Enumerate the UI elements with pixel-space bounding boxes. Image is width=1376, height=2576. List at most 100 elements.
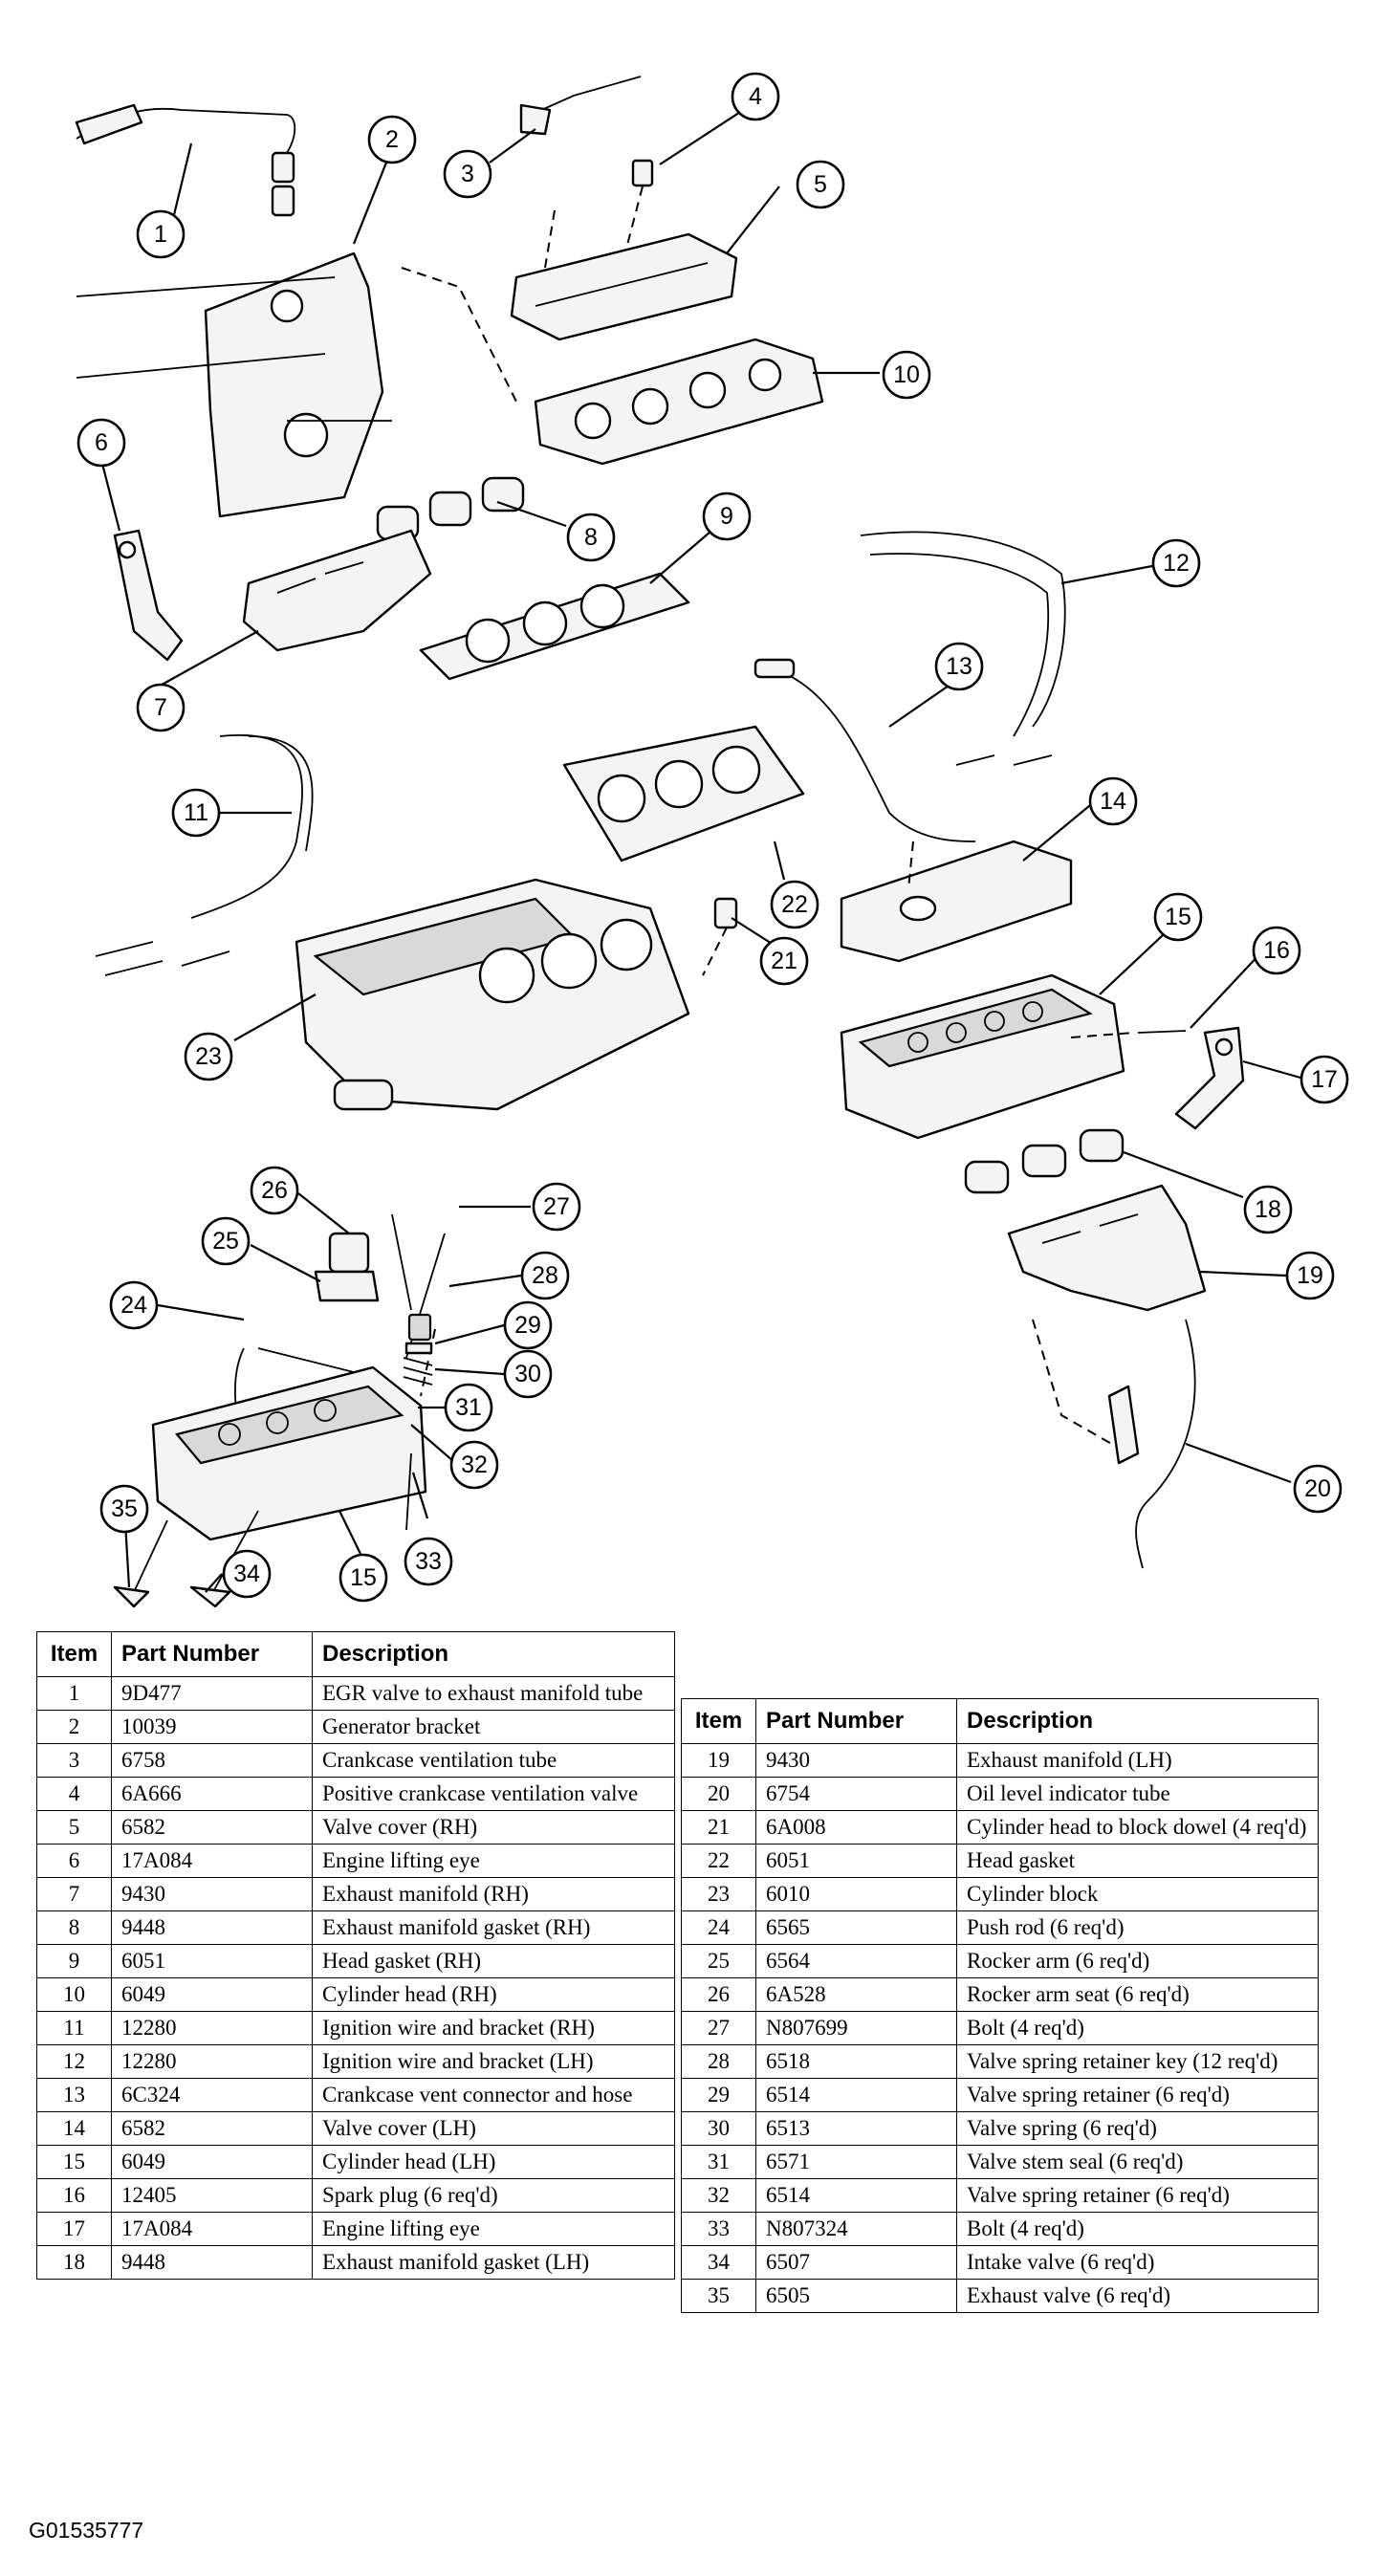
svg-text:9: 9 <box>720 503 733 530</box>
description-cell: Exhaust manifold gasket (LH) <box>312 2245 675 2280</box>
description-cell: Crankcase ventilation tube <box>312 1743 675 1778</box>
table-header-row: Item Part Number Description <box>681 1698 1319 1744</box>
callout-31: 31 <box>444 1383 493 1432</box>
callout-33: 33 <box>404 1537 453 1586</box>
svg-text:32: 32 <box>461 1452 488 1478</box>
callout-29: 29 <box>503 1300 553 1350</box>
part-number-cell: 6514 <box>755 2178 957 2213</box>
description-cell: Head gasket <box>956 1844 1319 1878</box>
item-cell: 31 <box>681 2145 756 2179</box>
description-cell: Valve spring retainer (6 req'd) <box>956 2178 1319 2213</box>
svg-text:33: 33 <box>415 1548 442 1575</box>
item-cell: 22 <box>681 1844 756 1878</box>
crankcase-ventilation-tube-drawing <box>519 76 642 136</box>
item-cell: 18 <box>36 2245 112 2280</box>
callout-25: 25 <box>201 1216 251 1266</box>
item-cell: 25 <box>681 1944 756 1978</box>
description-cell: Cylinder head to block dowel (4 req'd) <box>956 1810 1319 1845</box>
svg-text:18: 18 <box>1255 1196 1281 1223</box>
part-number-cell: 6564 <box>755 1944 957 1978</box>
callout-5: 5 <box>796 160 845 209</box>
description-cell: Spark plug (6 req'd) <box>312 2178 675 2213</box>
svg-text:35: 35 <box>111 1495 138 1522</box>
item-cell: 10 <box>36 1977 112 2012</box>
callout-27: 27 <box>532 1182 581 1232</box>
description-cell: Cylinder block <box>956 1877 1319 1911</box>
description-cell: Crankcase vent connector and hose <box>312 2078 675 2112</box>
item-cell: 35 <box>681 2279 756 2313</box>
figure-code: G01535777 <box>29 2518 144 2543</box>
cylinder-head-lh-drawing <box>840 973 1125 1140</box>
head-gasket-drawing <box>562 725 805 862</box>
description-cell: Valve cover (RH) <box>312 1810 675 1845</box>
description-cell: Valve cover (LH) <box>312 2111 675 2146</box>
callout-16: 16 <box>1252 926 1301 975</box>
callout-11: 11 <box>171 788 221 838</box>
item-cell: 3 <box>36 1743 112 1778</box>
svg-text:31: 31 <box>455 1394 482 1421</box>
description-cell: Ignition wire and bracket (LH) <box>312 2044 675 2079</box>
callout-34: 34 <box>222 1549 272 1599</box>
callout-20: 20 <box>1293 1464 1343 1514</box>
callout-10: 10 <box>882 350 931 400</box>
svg-text:26: 26 <box>261 1177 288 1204</box>
svg-text:20: 20 <box>1304 1475 1331 1502</box>
egr-tube-drawing <box>75 103 296 217</box>
callout-15: 15 <box>1153 892 1203 942</box>
item-cell: 17 <box>36 2212 112 2246</box>
part-number-cell: 6513 <box>755 2111 957 2146</box>
description-cell: Push rod (6 req'd) <box>956 1910 1319 1945</box>
callout-28: 28 <box>520 1251 570 1300</box>
description-cell: Bolt (4 req'd) <box>956 2011 1319 2045</box>
part-number-cell: 6565 <box>755 1910 957 1945</box>
item-cell: 6 <box>36 1844 112 1878</box>
callout-1: 1 <box>136 209 186 259</box>
pcv-valve-drawing <box>625 159 654 250</box>
part-number-cell: 6A528 <box>755 1977 957 2012</box>
part-number-cell: 9430 <box>111 1877 313 1911</box>
svg-text:23: 23 <box>195 1043 222 1070</box>
item-cell: 8 <box>36 1910 112 1945</box>
item-cell: 1 <box>36 1676 112 1711</box>
valve-cover-lh-drawing <box>840 840 1073 963</box>
item-cell: 26 <box>681 1977 756 2012</box>
callout-4: 4 <box>731 72 780 121</box>
part-number-cell: 6514 <box>755 2078 957 2112</box>
exhaust-manifold-lh-drawing <box>1007 1184 1207 1454</box>
part-number-cell: 10039 <box>111 1710 313 1744</box>
callout-3: 3 <box>443 149 492 199</box>
cylinder-head-rh-drawing <box>534 338 824 466</box>
callout-18: 18 <box>1243 1185 1293 1234</box>
table-header-row: Item Part Number Description <box>36 1631 675 1677</box>
description-cell: Valve spring (6 req'd) <box>956 2111 1319 2146</box>
svg-text:16: 16 <box>1263 937 1290 964</box>
item-cell: 28 <box>681 2044 756 2079</box>
part-number-cell: 6518 <box>755 2044 957 2079</box>
header-description: Description <box>312 1631 675 1677</box>
exhaust-manifold-rh-drawing <box>242 529 432 652</box>
svg-text:25: 25 <box>212 1228 239 1255</box>
oil-indicator-tube-drawing <box>1107 1319 1196 1569</box>
exploded-engine-diagram: 1 2 3 4 5 6 7 8 9 10 11 12 13 14 15 16 1… <box>75 72 1349 1608</box>
svg-text:22: 22 <box>781 891 808 918</box>
callout-19: 19 <box>1285 1251 1335 1300</box>
svg-text:15: 15 <box>1165 904 1191 930</box>
callout-17: 17 <box>1300 1055 1349 1104</box>
description-cell: Head gasket (RH) <box>312 1944 675 1978</box>
description-cell: Exhaust manifold (LH) <box>956 1743 1319 1778</box>
svg-text:17: 17 <box>1311 1066 1338 1093</box>
svg-text:21: 21 <box>771 948 797 974</box>
description-cell: EGR valve to exhaust manifold tube <box>312 1676 675 1711</box>
